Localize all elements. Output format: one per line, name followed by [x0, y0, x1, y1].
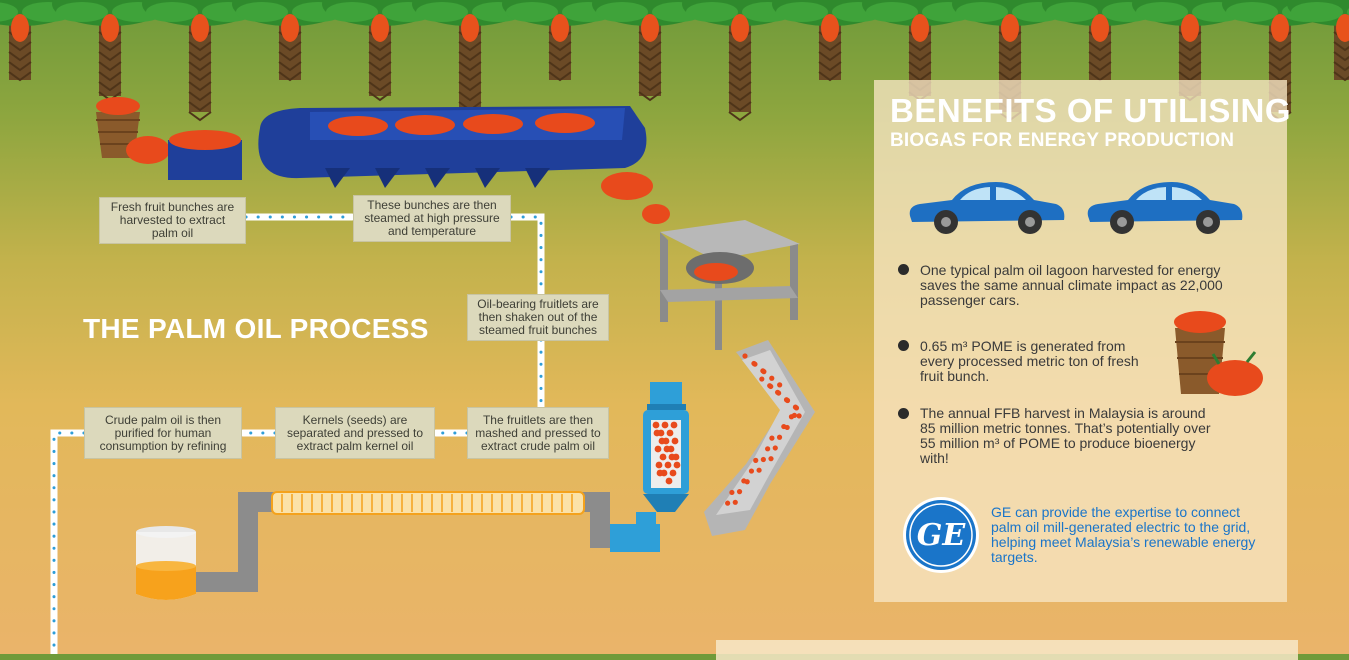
fruit-basket-icon	[96, 97, 170, 164]
palm-tree-icon	[1132, 0, 1248, 102]
benefits-subtitle: BIOGAS FOR ENERGY PRODUCTION	[890, 130, 1235, 151]
benefit-ffb: The annual FFB harvest in Malaysia is ar…	[920, 405, 1211, 466]
palm-tree-icon	[412, 0, 528, 122]
palm-tree-icon	[1287, 0, 1349, 82]
palm-tree-icon	[772, 0, 888, 82]
palm-tree-icon	[682, 0, 798, 122]
press-tower-icon	[610, 382, 689, 552]
sterilizer-icon	[660, 220, 800, 350]
benefits-panel: BENEFITS OF UTILISING BIOGAS FOR ENERGY …	[874, 80, 1291, 602]
step-kernels-text: Kernels (seeds) are separated and presse…	[286, 412, 424, 453]
step-refine: Crude palm oil is then purified for huma…	[84, 407, 242, 459]
step-harvest: Fresh fruit bunches are harvested to ext…	[99, 197, 246, 244]
palm-tree-icon	[862, 0, 978, 102]
bullet-dot	[898, 408, 909, 419]
bullet-dot	[898, 264, 909, 275]
fruit-basket-icon	[1174, 311, 1263, 396]
step-steam: These bunches are then steamed at high p…	[353, 195, 511, 242]
ge-logo-letters: GE	[917, 518, 967, 553]
process-connector	[50, 213, 545, 654]
benefit-cars: One typical palm oil lagoon harvested fo…	[920, 262, 1223, 308]
benefit-pome: 0.65 m³ POME is generated from every pro…	[920, 338, 1139, 384]
palm-tree-icon	[1042, 0, 1158, 82]
beaker-icon	[136, 526, 196, 600]
bottom-panel	[716, 640, 1298, 660]
step-refine-text: Crude palm oil is then purified for huma…	[99, 412, 227, 453]
palm-tree-icon	[142, 0, 258, 122]
palm-tree-icon	[592, 0, 708, 102]
ge-statement: GE can provide the expertise to connect …	[991, 504, 1256, 565]
step-shake-text: Oil-bearing fruitlets are then shaken ou…	[477, 297, 599, 337]
car-icon	[909, 182, 1243, 234]
conveyor-icon	[168, 106, 670, 224]
step-steam-text: These bunches are then steamed at high p…	[364, 198, 500, 238]
palm-tree-icon	[502, 0, 618, 82]
ge-logo-icon: GE	[903, 497, 979, 573]
step-press-fruitlets-text: The fruitlets are then mashed and presse…	[475, 412, 601, 453]
chute-icon	[704, 340, 815, 536]
benefits-title: BENEFITS OF UTILISING	[890, 92, 1292, 129]
step-kernels: Kernels (seeds) are separated and presse…	[275, 407, 435, 459]
process-title: THE PALM OIL PROCESS	[83, 313, 429, 344]
step-shake: Oil-bearing fruitlets are then shaken ou…	[467, 294, 609, 341]
palm-tree-row	[0, 0, 1349, 122]
step-harvest-text: Fresh fruit bunches are harvested to ext…	[110, 200, 235, 240]
bullet-dot	[898, 340, 909, 351]
pipe-icon	[178, 491, 610, 592]
step-press-fruitlets: The fruitlets are then mashed and presse…	[467, 407, 609, 459]
